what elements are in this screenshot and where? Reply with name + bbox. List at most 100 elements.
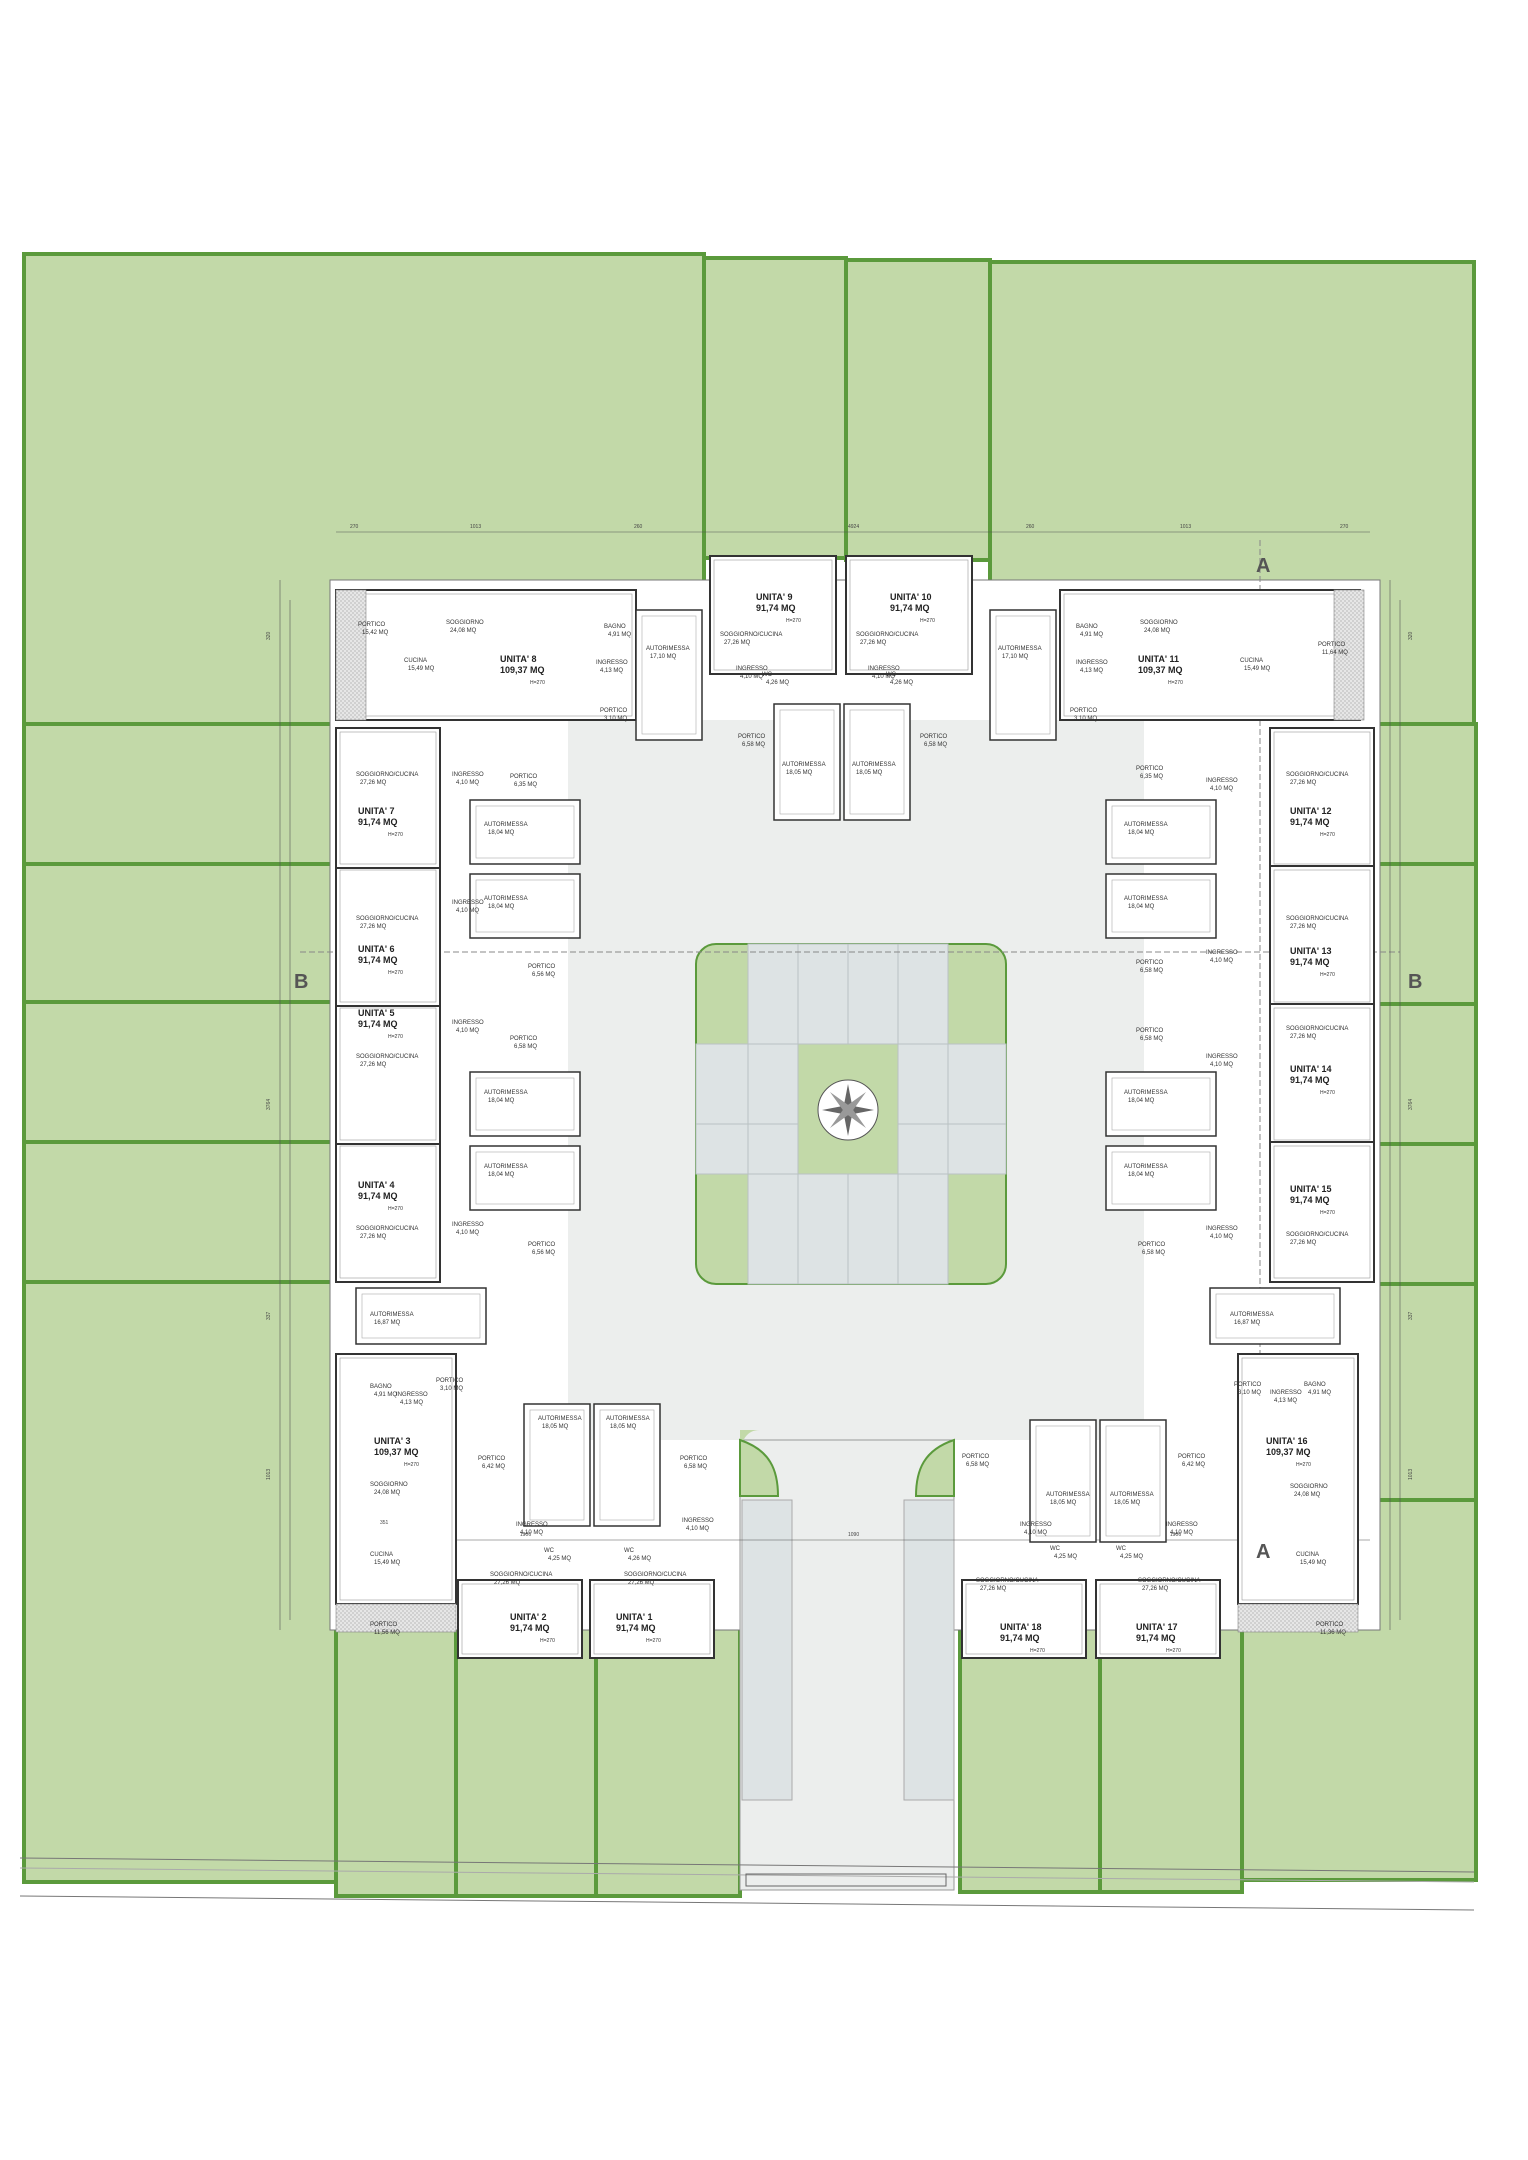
room-name: SOGGIORNO xyxy=(1290,1484,1328,1490)
room-area: 27,26 MQ xyxy=(1290,924,1317,930)
unit-area: 91,74 MQ xyxy=(1136,1633,1176,1643)
room-name: SOGGIORNO/CUCINA xyxy=(976,1578,1038,1584)
garage-area: 18,04 MQ xyxy=(488,904,515,910)
room-name: SOGGIORNO/CUCINA xyxy=(356,916,418,922)
dimension-right: 3764 xyxy=(1408,1099,1414,1110)
room-name: INGRESSO xyxy=(868,666,900,672)
garage-area: 18,04 MQ xyxy=(1128,830,1155,836)
garage-car-space-g15 xyxy=(1111,1151,1211,1205)
room-name: PORTICO xyxy=(962,1454,990,1460)
room-area: 4,26 MQ xyxy=(890,680,913,686)
garage-outline-g9 xyxy=(773,703,841,821)
room-area: 6,35 MQ xyxy=(514,782,537,788)
room-area: 6,56 MQ xyxy=(532,972,555,978)
room-name: INGRESSO xyxy=(1166,1522,1198,1528)
garage-car-space-g16 xyxy=(1215,1293,1335,1339)
dimension-top: 260 xyxy=(634,524,643,530)
garage-area: 18,04 MQ xyxy=(488,1172,515,1178)
unit-outline-u7 xyxy=(335,727,441,869)
room-name: BAGNO xyxy=(1076,624,1098,630)
unit-inner-wall-u7 xyxy=(339,731,437,865)
garage-name: AUTORIMESSA xyxy=(370,1312,414,1318)
lot-west-4 xyxy=(22,1140,338,1284)
room-area: 3,10 MQ xyxy=(1074,716,1097,722)
room-area: 4,10 MQ xyxy=(456,908,479,914)
room-area: 3,10 MQ xyxy=(1238,1390,1261,1396)
unit-area: 91,74 MQ xyxy=(1290,1075,1330,1085)
room-area: 4,91 MQ xyxy=(1080,632,1103,638)
room-area: 27,26 MQ xyxy=(1290,1240,1317,1246)
room-name: SOGGIORNO/CUCINA xyxy=(856,632,918,638)
garage-name: AUTORIMESSA xyxy=(538,1416,582,1422)
garage-name: AUTORIMESSA xyxy=(852,762,896,768)
room-area: 4,10 MQ xyxy=(520,1530,543,1536)
room-area: 27,26 MQ xyxy=(360,780,387,786)
unit-outline-u8 xyxy=(335,589,637,721)
room-area: 27,26 MQ xyxy=(860,640,887,646)
garage-area: 16,87 MQ xyxy=(374,1320,401,1326)
room-name: WC xyxy=(886,672,897,678)
unit-outline-u9 xyxy=(709,555,837,675)
porch-hatch xyxy=(1237,1603,1359,1633)
room-name: WC xyxy=(762,672,773,678)
unit-height: H=270 xyxy=(1166,1648,1181,1654)
room-area: 3,10 MQ xyxy=(440,1386,463,1392)
garage-outline-g13 xyxy=(1105,873,1217,939)
unit-outline-u2 xyxy=(457,1579,583,1659)
unit-height: H=270 xyxy=(1320,972,1335,978)
room-name: PORTICO xyxy=(370,1622,398,1628)
room-name: PORTICO xyxy=(358,622,386,628)
unit-outline-u4 xyxy=(335,1141,441,1283)
garage-name: AUTORIMESSA xyxy=(484,896,528,902)
room-area: 6,58 MQ xyxy=(1140,1036,1163,1042)
lot-west-1 xyxy=(22,722,338,866)
room-area: 15,49 MQ xyxy=(1300,1560,1327,1566)
room-name: INGRESSO xyxy=(452,900,484,906)
room-name: SOGGIORNO xyxy=(1140,620,1178,626)
dimension-bottom-short: 351 xyxy=(380,1520,389,1526)
room-area: 6,58 MQ xyxy=(966,1462,989,1468)
room-name: INGRESSO xyxy=(596,660,628,666)
room-name: SOGGIORNO/CUCINA xyxy=(720,632,782,638)
unit-name: UNITA' 5 xyxy=(358,1008,394,1018)
room-name: SOGGIORNO/CUCINA xyxy=(1138,1578,1200,1584)
room-name: SOGGIORNO xyxy=(446,620,484,626)
room-area: 27,26 MQ xyxy=(724,640,751,646)
garage-car-space-g1 xyxy=(599,1409,655,1521)
garage-car-space-g10 xyxy=(849,709,905,815)
room-name: INGRESSO xyxy=(1206,778,1238,784)
room-area: 4,26 MQ xyxy=(628,1556,651,1562)
garage-area: 18,04 MQ xyxy=(488,1098,515,1104)
room-name: PORTICO xyxy=(1138,1242,1166,1248)
garage-car-space-g18 xyxy=(1035,1425,1091,1537)
section-a-top: A xyxy=(1256,555,1270,577)
unit-outline-u14 xyxy=(1269,1003,1375,1145)
dimension-top: 270 xyxy=(1340,524,1349,530)
dimension-top: 270 xyxy=(350,524,359,530)
driveway-tiles-left xyxy=(741,1499,793,1801)
room-area: 4,10 MQ xyxy=(456,780,479,786)
entrance-gate xyxy=(745,1873,947,1887)
room-name: INGRESSO xyxy=(452,1222,484,1228)
garage-area: 18,04 MQ xyxy=(1128,1098,1155,1104)
unit-name: UNITA' 15 xyxy=(1290,1184,1331,1194)
garage-name: AUTORIMESSA xyxy=(1124,1164,1168,1170)
unit-height: H=270 xyxy=(786,618,801,624)
garage-name: AUTORIMESSA xyxy=(1124,822,1168,828)
unit-name: UNITA' 2 xyxy=(510,1612,546,1622)
unit-area: 91,74 MQ xyxy=(616,1623,656,1633)
room-area: 27,26 MQ xyxy=(360,924,387,930)
room-area: 6,56 MQ xyxy=(532,1250,555,1256)
room-area: 3,10 MQ xyxy=(604,716,627,722)
garage-name: AUTORIMESSA xyxy=(1124,1090,1168,1096)
room-area: 4,10 MQ xyxy=(740,674,763,680)
garage-car-space-g14 xyxy=(1111,1077,1211,1131)
unit-inner-wall-u6 xyxy=(339,869,437,1003)
unit-area: 91,74 MQ xyxy=(1000,1633,1040,1643)
room-area: 24,08 MQ xyxy=(1144,628,1171,634)
garage-name: AUTORIMESSA xyxy=(1110,1492,1154,1498)
unit-area: 91,74 MQ xyxy=(358,955,398,965)
room-name: CUCINA xyxy=(1296,1552,1319,1558)
unit-outline-u11 xyxy=(1059,589,1361,721)
